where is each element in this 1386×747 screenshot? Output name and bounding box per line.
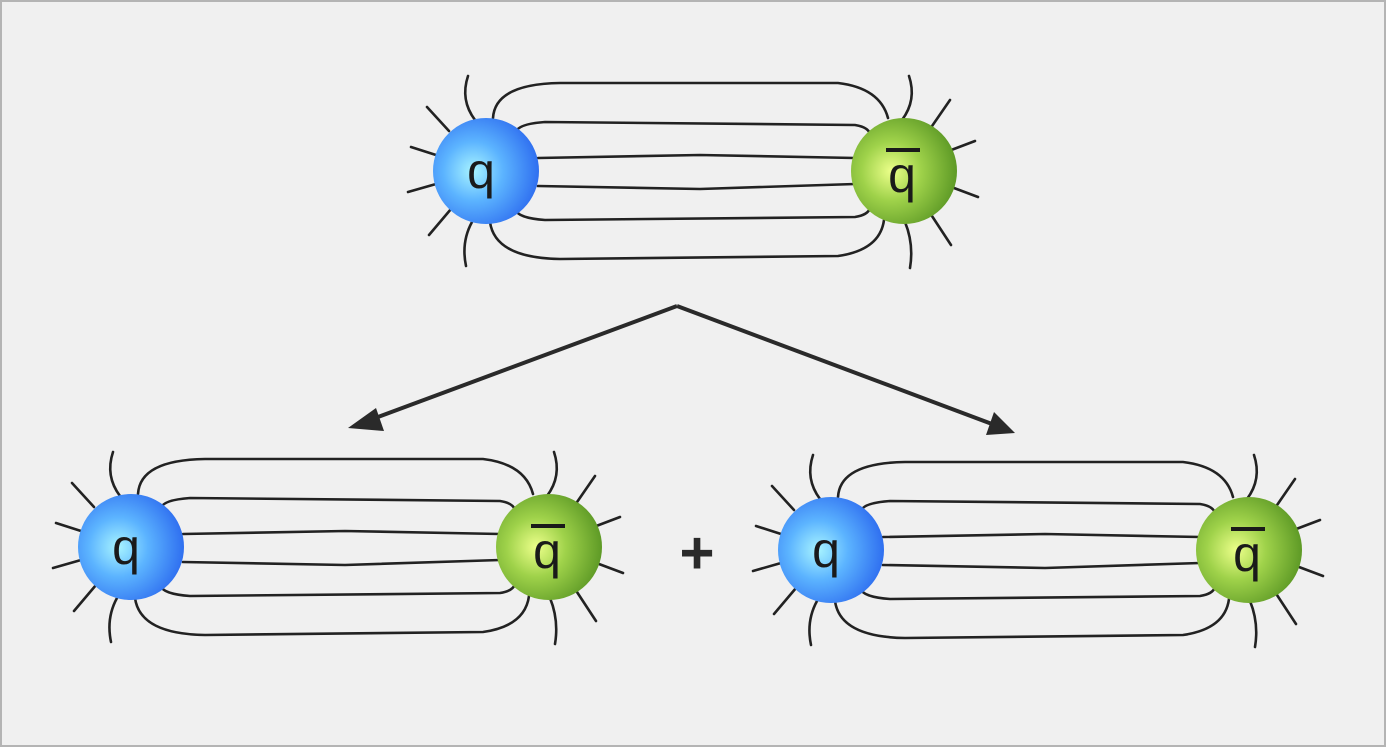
antiquark-label: q [1233, 526, 1261, 582]
arrow-left-line [369, 304, 678, 422]
flux-tube [833, 460, 1235, 640]
arrow-right-line [676, 304, 993, 426]
plus-sign: + [679, 520, 714, 587]
flux-line [536, 153, 857, 160]
flux-tube [488, 81, 890, 261]
quark-rays [51, 450, 122, 644]
flux-tube [133, 457, 535, 637]
quark-sphere [433, 118, 539, 224]
antiquark-label: q [888, 147, 916, 203]
quark-rays [751, 453, 822, 647]
split-arrows [348, 304, 1015, 435]
flux-line [881, 532, 1202, 539]
quark-label: q [112, 519, 140, 575]
meson-bottom-left: q q [51, 450, 625, 646]
flux-line [159, 496, 517, 512]
flux-line [859, 585, 1217, 601]
quark-label: q [812, 522, 840, 578]
quark-rays [406, 74, 477, 268]
meson-bottom-right: q q [751, 453, 1325, 649]
antiquark-sphere [496, 494, 602, 600]
flux-line [536, 182, 857, 191]
flux-line [859, 499, 1217, 515]
flux-line [181, 529, 502, 536]
flux-line [881, 561, 1202, 570]
quark-sphere [78, 494, 184, 600]
flux-line [836, 460, 1235, 499]
flux-line [491, 81, 890, 120]
arrow-left-head [348, 408, 384, 431]
flux-line [514, 206, 872, 222]
antiquark-rays [545, 450, 625, 646]
flux-line [181, 558, 502, 567]
flux-line [488, 218, 886, 261]
antiquark-rays [900, 74, 980, 270]
flux-line [514, 120, 872, 136]
flux-line [159, 582, 517, 598]
flux-line [136, 457, 535, 496]
quark-sphere [778, 497, 884, 603]
flux-line [833, 597, 1231, 640]
quark-label: q [467, 143, 495, 199]
flux-line [133, 594, 531, 637]
antiquark-label: q [533, 523, 561, 579]
antiquark-sphere [851, 118, 957, 224]
antiquark-rays [1245, 453, 1325, 649]
arrow-right-head [986, 412, 1015, 435]
meson-top: q q [406, 74, 980, 270]
antiquark-sphere [1196, 497, 1302, 603]
